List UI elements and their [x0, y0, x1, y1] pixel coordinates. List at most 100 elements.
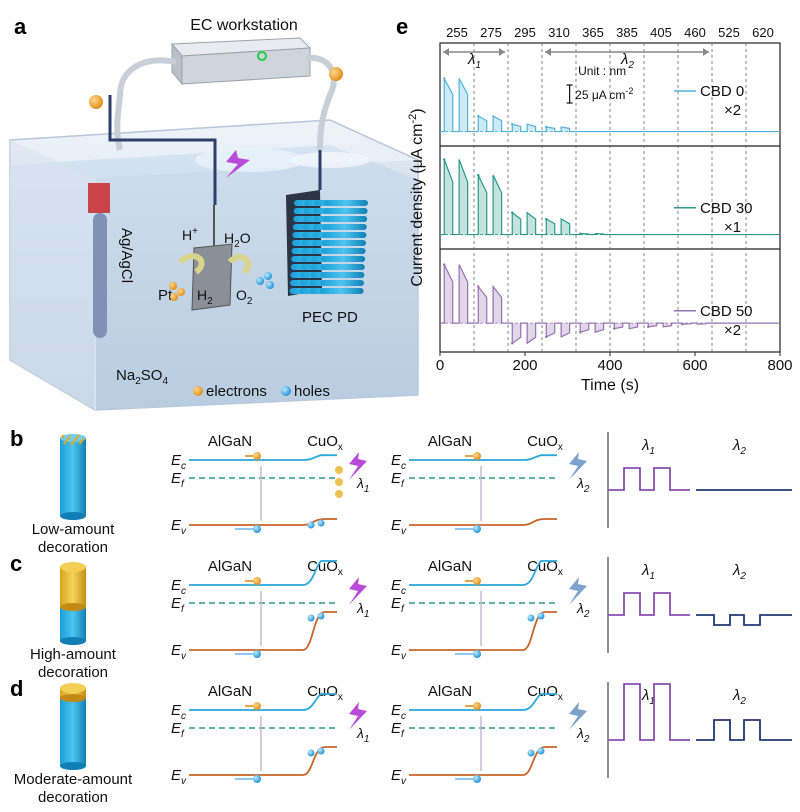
svg-text:H2O: H2O	[224, 230, 251, 250]
unit-label: Unit : nm	[578, 64, 626, 78]
ev-label: Ev	[391, 517, 407, 537]
decoration-label: Moderate-amount	[14, 771, 133, 788]
light-bolt-icon	[569, 452, 587, 480]
algan-label: AlGaN	[208, 433, 252, 450]
wavelength-label: 295	[514, 25, 536, 40]
lambda2-response	[696, 614, 792, 626]
legend-name: CBD 50	[700, 303, 753, 320]
lambda1-label: λ1	[641, 437, 655, 457]
wavelength-label: 365	[582, 25, 604, 40]
hole-icon	[473, 775, 481, 783]
wavelength-label: 405	[650, 25, 672, 40]
ec-label: Ec	[171, 452, 186, 472]
electron-icon	[253, 702, 261, 710]
ev-label: Ev	[171, 642, 187, 662]
hole-icon	[473, 650, 481, 658]
x-tick-label: 0	[436, 357, 444, 374]
cuox-label: CuOx	[307, 683, 343, 703]
hole-icon	[253, 525, 261, 533]
conduction-band	[189, 693, 337, 711]
nanorod-icon	[60, 683, 86, 770]
lambda1-label: λ1	[641, 562, 655, 582]
hplus: H	[182, 227, 192, 243]
nanowire	[322, 224, 367, 230]
data-point	[545, 335, 548, 339]
ef-label: Ef	[391, 470, 405, 490]
na2so4: Na	[116, 367, 136, 384]
electron-icon	[193, 386, 203, 396]
series-trace	[440, 159, 780, 236]
ag-agcl-label: Ag/AgCl	[118, 228, 135, 283]
legend-holes: holes	[294, 383, 330, 400]
algan-label: AlGaN	[428, 683, 472, 700]
h2: H	[197, 287, 207, 303]
lambda-label: λ2	[576, 475, 590, 495]
x-tick-label: 400	[597, 357, 622, 374]
legend-electrons: electrons	[206, 383, 267, 400]
svg-text:H+: H+	[182, 226, 198, 243]
data-point	[511, 123, 514, 126]
cuox-label: CuOx	[307, 433, 343, 453]
ec-label: Ec	[171, 702, 186, 722]
cuox-label: CuOx	[527, 683, 563, 703]
lambda2-label: λ2	[732, 687, 746, 707]
ef-label: Ef	[171, 720, 185, 740]
lambda2-label: λ2	[620, 51, 634, 71]
decoration-label: decoration	[38, 789, 108, 806]
nanowire	[323, 208, 368, 214]
legend-multiplier: ×2	[724, 322, 741, 339]
decoration-label: decoration	[38, 664, 108, 681]
wavelength-label: 525	[718, 25, 740, 40]
electron-icon	[253, 452, 261, 460]
valence-band	[189, 746, 337, 776]
data-point	[443, 263, 446, 266]
ref-electrode: Ag/AgCl	[88, 183, 135, 338]
hole-icon	[253, 650, 261, 658]
svg-text:Na2SO4: Na2SO4	[116, 367, 168, 387]
legend-a: electrons holes	[193, 383, 330, 400]
ef-label: Ef	[391, 720, 405, 740]
nanowire	[320, 264, 365, 270]
lambda1-response	[608, 683, 690, 741]
nanowire	[322, 232, 367, 238]
light-bolt-icon	[569, 577, 587, 605]
lambda-label: λ2	[576, 600, 590, 620]
nanowire	[323, 216, 368, 222]
light-bolt-icon	[349, 452, 367, 480]
lambda2-label: λ2	[732, 562, 746, 582]
valence-band	[409, 746, 557, 776]
lambda-label: λ1	[356, 725, 369, 745]
data-point	[647, 325, 650, 329]
legend-name: CBD 0	[700, 83, 744, 100]
series-trace	[440, 264, 780, 345]
ec-label: Ec	[391, 702, 406, 722]
x-tick-label: 600	[682, 357, 707, 374]
wavelength-label: 385	[616, 25, 638, 40]
conduction-band	[189, 560, 337, 586]
ev-label: Ev	[391, 642, 407, 662]
data-point	[579, 232, 582, 235]
ev-label: Ev	[391, 767, 407, 787]
conduction-band	[189, 454, 337, 461]
panel-letter-d: d	[10, 676, 23, 701]
valence-band	[409, 611, 557, 651]
response-schematic: λ1 λ2	[607, 557, 792, 653]
nanowire	[320, 280, 364, 286]
ef-label: Ef	[391, 595, 405, 615]
lambda2-response	[696, 719, 792, 741]
algan-label: AlGaN	[428, 433, 472, 450]
conduction-band	[409, 454, 557, 461]
ec-workstation: EC workstation	[170, 17, 312, 86]
ec-label: Ec	[391, 577, 406, 597]
nanowire	[321, 256, 366, 262]
data-point	[477, 173, 480, 177]
workstation-label: EC workstation	[190, 17, 298, 34]
